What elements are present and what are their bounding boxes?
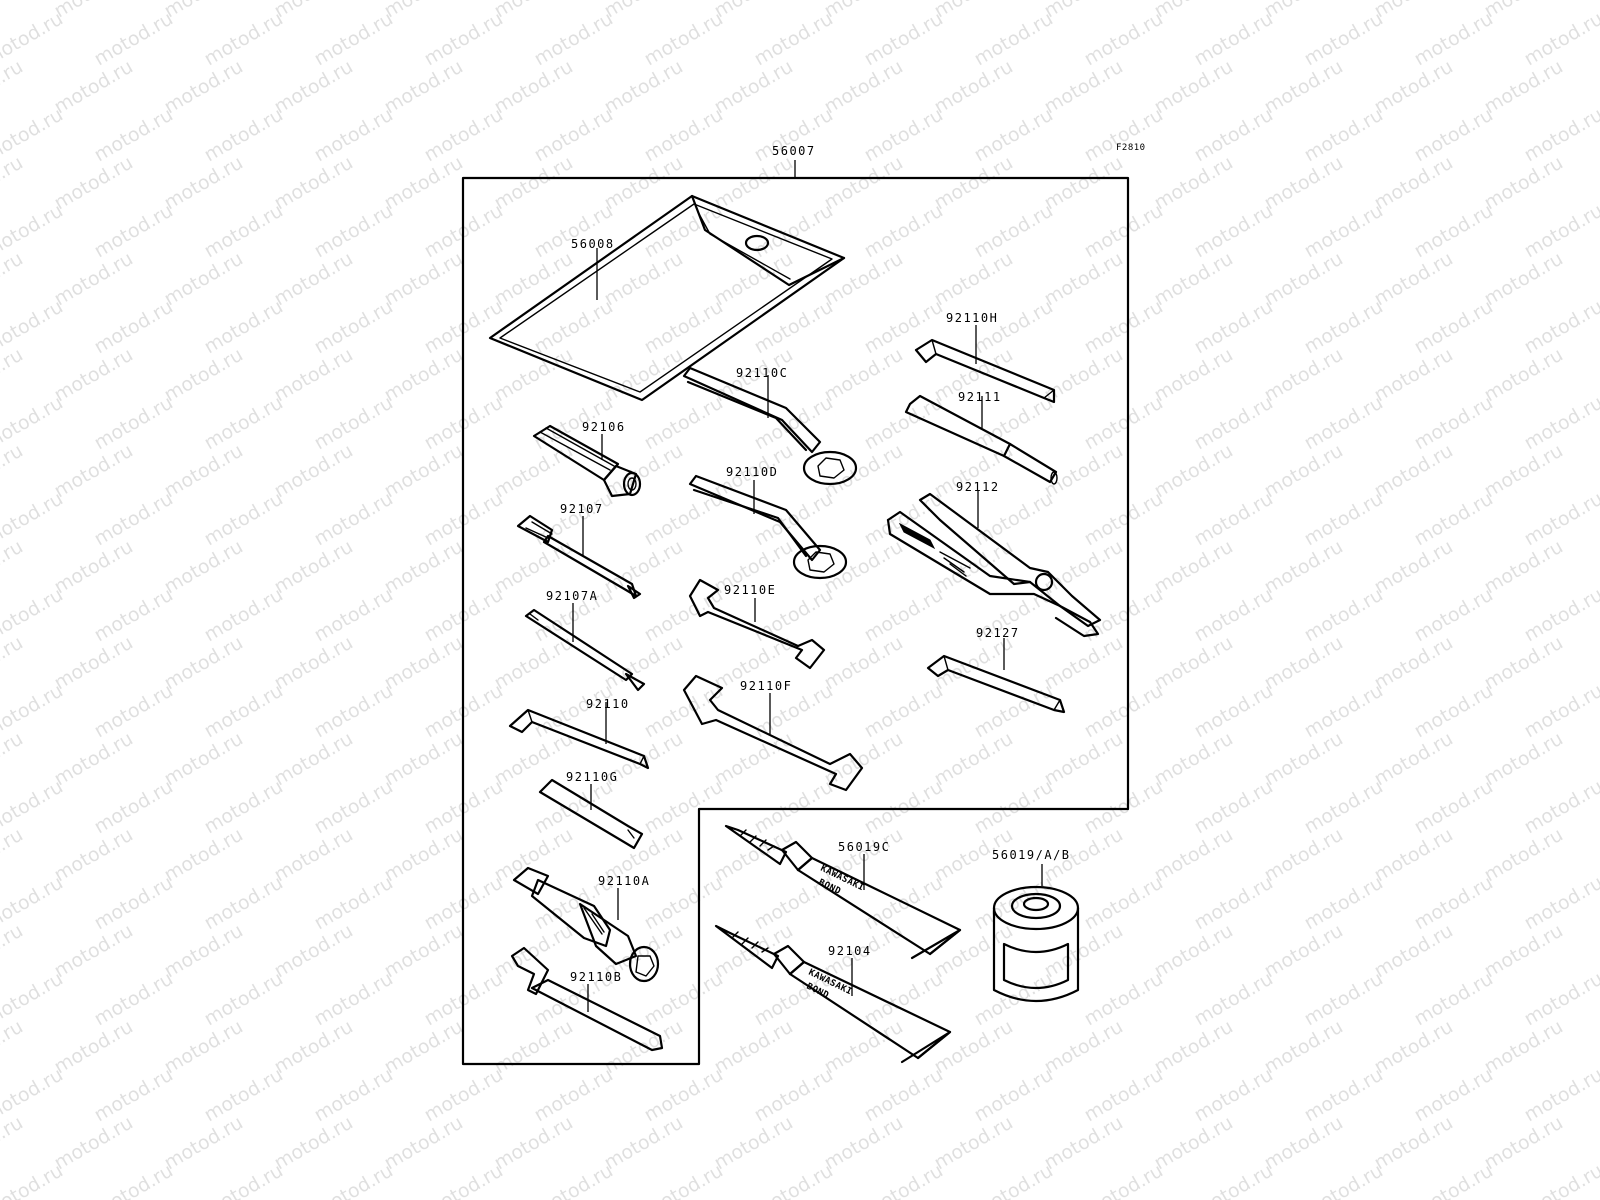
label-92110B: 92110B <box>570 970 622 984</box>
label-92110A: 92110A <box>598 874 650 888</box>
tool-kit-frame <box>461 176 1130 1066</box>
label-56019AB: 56019/A/B <box>992 848 1071 862</box>
label-92110H: 92110H <box>946 311 998 325</box>
label-92106: 92106 <box>582 420 626 434</box>
socket-wrench-92110A <box>512 866 660 983</box>
plug-wrench-92106 <box>532 424 642 498</box>
hex-key-92110 <box>508 708 650 770</box>
label-92110F: 92110F <box>740 679 792 693</box>
hex-key-92127 <box>926 654 1066 714</box>
open-end-wrench-92110F <box>682 674 864 792</box>
hex-key-92110H <box>914 338 1056 404</box>
screwdriver-bit-92107A <box>524 608 646 692</box>
label-56019C: 56019C <box>838 840 890 854</box>
label-92107: 92107 <box>560 502 604 516</box>
label-92107A: 92107A <box>546 589 598 603</box>
hook-spanner-92110B <box>510 946 664 1052</box>
label-92111: 92111 <box>958 390 1002 404</box>
pliers-92112 <box>886 492 1102 638</box>
extension-bar-92111 <box>904 394 1058 485</box>
label-92110: 92110 <box>586 697 630 711</box>
label-92110D: 92110D <box>726 465 778 479</box>
ring-wrench-92110D <box>688 474 848 580</box>
small-wrench-92110G <box>538 778 644 850</box>
label-56008: 56008 <box>571 237 615 251</box>
label-92110E: 92110E <box>724 583 776 597</box>
ring-wrench-92110C <box>682 366 858 486</box>
label-56007: 56007 <box>772 144 816 158</box>
open-end-wrench-92110E <box>688 578 826 670</box>
label-92127: 92127 <box>976 626 1020 640</box>
tool-pouch-56008 <box>488 194 846 402</box>
screwdriver-handle-92107 <box>516 514 642 600</box>
label-92110G: 92110G <box>566 770 618 784</box>
bond-can-56019 <box>992 885 1080 1003</box>
label-92110C: 92110C <box>736 366 788 380</box>
label-92104: 92104 <box>828 944 872 958</box>
label-92112: 92112 <box>956 480 1000 494</box>
figure-code: F2810 <box>1116 143 1146 153</box>
